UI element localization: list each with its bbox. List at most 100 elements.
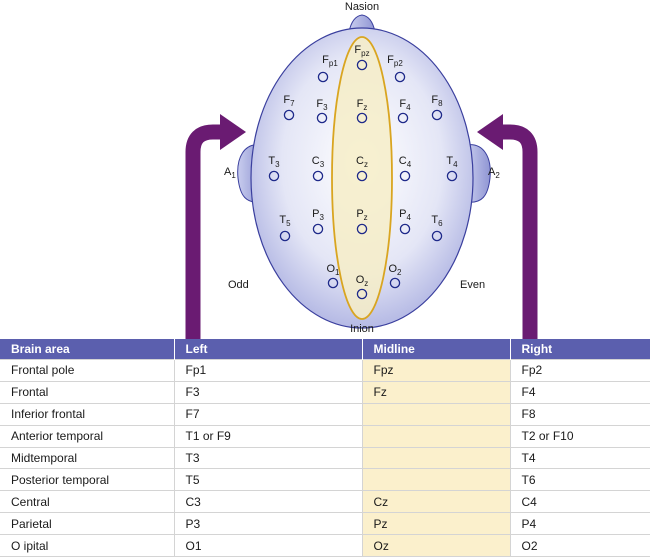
electrode-label: P3: [312, 208, 324, 222]
cell-midline: Pz: [362, 512, 511, 535]
electrode-label: Fp2: [387, 54, 403, 68]
cell-midline: [362, 446, 511, 469]
cell-brain-area: Midtemporal: [0, 446, 175, 469]
cell-midline: [362, 402, 511, 426]
cell-left: T1 or F9: [174, 424, 363, 448]
cell-right: T6: [510, 468, 650, 491]
cell-midline: Fpz: [362, 359, 511, 382]
electrode-marker: [327, 277, 339, 289]
table-header-row: Brain area Left Midline Right: [0, 339, 650, 360]
cell-brain-area: Anterior temporal: [0, 424, 175, 448]
cell-brain-area: Posterior temporal: [0, 468, 175, 491]
cell-midline: [362, 468, 511, 491]
header-right: Right: [510, 339, 650, 360]
electrode-marker: [446, 170, 458, 182]
electrode-label: C3: [312, 155, 325, 169]
electrode-c4: C4: [399, 155, 412, 182]
cell-right: T4: [510, 446, 650, 469]
inion-label: Inion: [350, 323, 374, 335]
electrode-marker: [394, 71, 406, 83]
electrode-marker: [356, 112, 368, 124]
header-midline: Midline: [362, 339, 511, 360]
left-arrow: [185, 114, 246, 340]
electrode-marker: [356, 288, 368, 300]
electrode-marker: [356, 170, 368, 182]
electrode-t5: T5: [279, 214, 291, 242]
electrode-marker: [356, 223, 368, 235]
cell-midline: Fz: [362, 380, 511, 404]
electrode-t6: T6: [431, 214, 443, 242]
right-arrow: [477, 114, 538, 340]
electrode-marker: [316, 112, 328, 124]
electrode-pz: Pz: [356, 208, 368, 235]
electrode-marker: [389, 277, 401, 289]
cell-brain-area: Frontal: [0, 380, 175, 404]
electrode-c3: C3: [312, 155, 325, 182]
electrode-marker: [397, 112, 409, 124]
electrode-label: Fpz: [354, 44, 369, 58]
electrode-fp1: Fp1: [317, 54, 338, 83]
electrode-label: Pz: [356, 208, 367, 222]
header-brain-area: Brain area: [0, 339, 175, 360]
electrode-label: F4: [399, 98, 411, 112]
electrode-marker: [431, 230, 443, 242]
cell-right: T2 or F10: [510, 424, 650, 448]
cell-left: C3: [174, 490, 363, 513]
cell-left: F7: [174, 402, 363, 426]
electrode-f3: F3: [316, 98, 328, 124]
electrode-label: T3: [268, 155, 280, 169]
even-label: Even: [460, 279, 485, 291]
electrode-p4: P4: [399, 208, 411, 235]
electrode-label: F3: [316, 98, 328, 112]
electrode-marker: [279, 230, 291, 242]
cell-midline: [362, 424, 511, 448]
electrode-label: T6: [431, 214, 443, 228]
electrode-label: F7: [283, 94, 295, 108]
electrode-f8: F8: [431, 94, 443, 121]
electrode-label: C4: [399, 155, 412, 169]
electrode-marker: [399, 223, 411, 235]
odd-label: Odd: [228, 279, 249, 291]
electrode-marker: [431, 109, 443, 121]
electrode-label: Fp1: [322, 54, 338, 68]
electrode-table: Brain area Left Midline Right Frontal po…: [0, 339, 650, 557]
electrode-fz: Fz: [356, 98, 368, 124]
electrode-marker: [356, 59, 368, 71]
left-ear-label: A1: [224, 166, 236, 180]
electrode-o2: O2: [388, 263, 402, 289]
electrode-t4: T4: [446, 155, 458, 182]
cell-left: F3: [174, 380, 363, 404]
cell-right: C4: [510, 490, 650, 513]
electrode-label: O2: [388, 263, 402, 277]
electrode-fp2: Fp2: [387, 54, 406, 83]
electrode-marker: [283, 109, 295, 121]
cell-brain-area: Parietal: [0, 512, 175, 535]
nasion-label: Nasion: [345, 1, 379, 13]
midline-band: [331, 36, 393, 320]
cell-right: F4: [510, 380, 650, 404]
header-left: Left: [174, 339, 363, 360]
electrode-oz: Oz: [356, 274, 368, 300]
cell-left: P3: [174, 512, 363, 535]
electrode-label: T4: [446, 155, 458, 169]
electrode-fpz: Fpz: [354, 44, 370, 71]
cell-brain-area: Frontal pole: [0, 359, 175, 382]
cell-right: F8: [510, 402, 650, 426]
cell-right: P4: [510, 512, 650, 535]
cell-left: O1: [174, 534, 363, 557]
electrode-table-container: Brain area Left Midline Right Frontal po…: [0, 339, 650, 557]
cell-right: O2: [510, 534, 650, 557]
cell-midline: Cz: [362, 490, 511, 513]
electrode-p3: P3: [312, 208, 324, 235]
electrode-t3: T3: [268, 155, 280, 182]
cell-midline: Oz: [362, 534, 511, 557]
